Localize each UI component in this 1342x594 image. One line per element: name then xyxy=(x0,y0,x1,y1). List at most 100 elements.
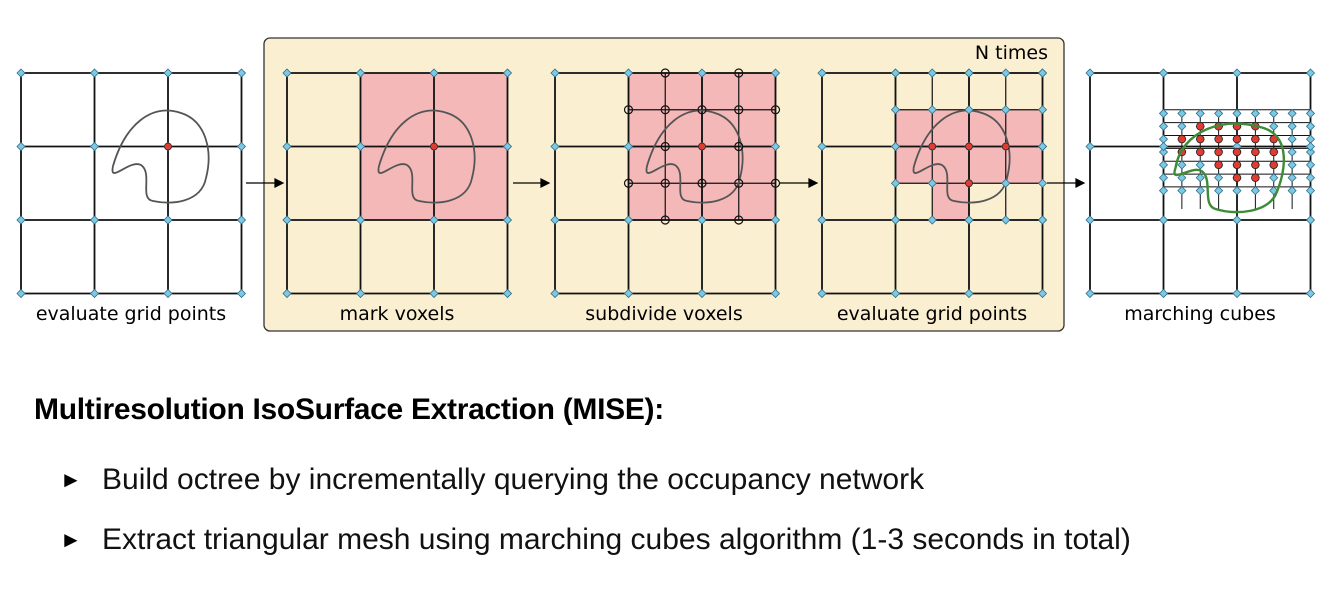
grid-point-icon xyxy=(890,105,901,115)
grid-point-icon xyxy=(817,288,827,299)
grid-point-icon xyxy=(1158,108,1169,118)
grid-point-icon xyxy=(1158,147,1169,157)
grid-point-icon xyxy=(16,141,26,152)
grid-point-icon xyxy=(1269,121,1279,131)
unevaluated-point-icon xyxy=(770,178,781,188)
occupied-point-icon xyxy=(1232,173,1242,182)
grid-point-icon xyxy=(89,215,100,225)
grid-point-icon xyxy=(964,215,974,225)
occupied-point-icon xyxy=(1214,147,1223,157)
grid-point-icon xyxy=(236,68,247,78)
grid-point-icon xyxy=(355,288,366,299)
grid-point-icon xyxy=(1305,147,1316,157)
unevaluated-point-icon xyxy=(660,178,670,188)
occupied-point-icon xyxy=(1269,147,1278,157)
occupied-point-icon xyxy=(1214,134,1223,144)
bullet-text: Extract triangular mesh using marching c… xyxy=(102,523,1131,556)
arrow-2 xyxy=(513,178,551,188)
grid-point-icon xyxy=(964,288,974,299)
grid-point-icon xyxy=(1177,160,1187,170)
grid-point-icon xyxy=(502,215,513,225)
step-caption-5: marching cubes xyxy=(1124,303,1276,325)
surface-curve xyxy=(111,109,210,204)
occupied-point-icon xyxy=(1251,160,1260,170)
grid-point-icon xyxy=(927,68,937,78)
step-caption-1: evaluate grid points xyxy=(36,303,226,325)
grid-point-icon xyxy=(236,288,247,299)
grid-point-icon xyxy=(770,68,781,78)
grid-point-icon xyxy=(16,288,26,299)
panel-subdivide-voxels xyxy=(550,68,781,299)
grid-point-icon xyxy=(236,215,247,225)
panel-mark-voxels xyxy=(282,68,513,299)
grid-point-icon xyxy=(1232,108,1242,118)
grid-point-icon xyxy=(817,215,827,225)
grid-point-icon xyxy=(927,178,937,188)
grid-point-icon xyxy=(89,288,100,299)
occupied-point-icon xyxy=(1232,134,1242,144)
grid-point-icon xyxy=(1158,186,1169,196)
grid-point-icon xyxy=(1214,108,1224,118)
grid-point-icon xyxy=(1305,186,1316,196)
grid-point-icon xyxy=(1195,108,1205,118)
grid-point-icon xyxy=(770,141,781,152)
grid-point-icon xyxy=(282,215,292,225)
unevaluated-point-icon xyxy=(660,215,670,225)
step-caption-2: mark voxels xyxy=(340,303,455,325)
grid-point-icon xyxy=(502,68,513,78)
step-caption-3: subdivide voxels xyxy=(585,303,742,325)
bullet-list: ► Build octree by incrementally querying… xyxy=(60,450,1131,570)
unevaluated-point-icon xyxy=(623,178,634,188)
grid-point-icon xyxy=(550,141,560,152)
occupied-point-icon xyxy=(1232,147,1242,157)
grid-point-icon xyxy=(16,215,26,225)
grid-point-icon xyxy=(927,105,937,115)
grid-point-icon xyxy=(1085,288,1095,299)
occupied-point-icon xyxy=(1232,160,1242,170)
grid-point-icon xyxy=(697,68,707,78)
grid-point-icon xyxy=(817,141,827,152)
grid-point-icon xyxy=(623,288,634,299)
surface-curve xyxy=(912,109,1011,204)
grid-point-icon xyxy=(1305,121,1316,131)
grid-point-icon xyxy=(1158,121,1169,131)
grid-point-icon xyxy=(890,215,901,225)
grid-point-icon xyxy=(16,68,26,78)
surface-curve xyxy=(645,109,744,204)
grid-point-icon xyxy=(550,288,560,299)
grid-point-icon xyxy=(282,288,292,299)
grid-point-icon xyxy=(1232,288,1242,299)
grid-point-icon xyxy=(890,178,901,188)
loop-label: N times xyxy=(975,42,1048,64)
grid-point-icon xyxy=(163,215,173,225)
grid-point-icon xyxy=(817,68,827,78)
bullet-item: ► Extract triangular mesh using marching… xyxy=(60,510,1131,570)
grid-point-icon xyxy=(1305,173,1316,183)
grid-point-icon xyxy=(1177,121,1187,131)
grid-point-icon xyxy=(550,68,560,78)
grid-point-icon xyxy=(282,141,292,152)
grid-point-icon xyxy=(964,105,974,115)
grid-point-icon xyxy=(1037,215,1048,225)
mise-diagram: N times evaluate grid points mark voxels… xyxy=(16,37,1316,332)
grid-point-icon xyxy=(1287,147,1297,157)
occupied-point-icon xyxy=(965,142,973,151)
grid-point-icon xyxy=(429,68,439,78)
unevaluated-point-icon xyxy=(734,141,744,152)
panel-evaluate-grid-points-2 xyxy=(817,68,1048,299)
grid-point-icon xyxy=(502,288,513,299)
surface-curve xyxy=(377,109,476,204)
occupied-point-icon xyxy=(1177,134,1187,144)
grid-point-icon xyxy=(697,215,707,225)
bullet-marker-icon: ► xyxy=(60,527,82,552)
grid-point-icon xyxy=(1269,173,1279,183)
grid-point-icon xyxy=(1177,186,1187,196)
grid-point-icon xyxy=(770,215,781,225)
grid-point-icon xyxy=(1037,141,1048,152)
occupied-point-icon xyxy=(1251,173,1260,182)
grid-point-icon xyxy=(1287,134,1297,144)
bullet-marker-icon: ► xyxy=(60,467,82,492)
grid-point-icon xyxy=(1214,186,1224,196)
grid-point-icon xyxy=(1214,173,1224,183)
occupied-point-icon xyxy=(1001,142,1010,151)
